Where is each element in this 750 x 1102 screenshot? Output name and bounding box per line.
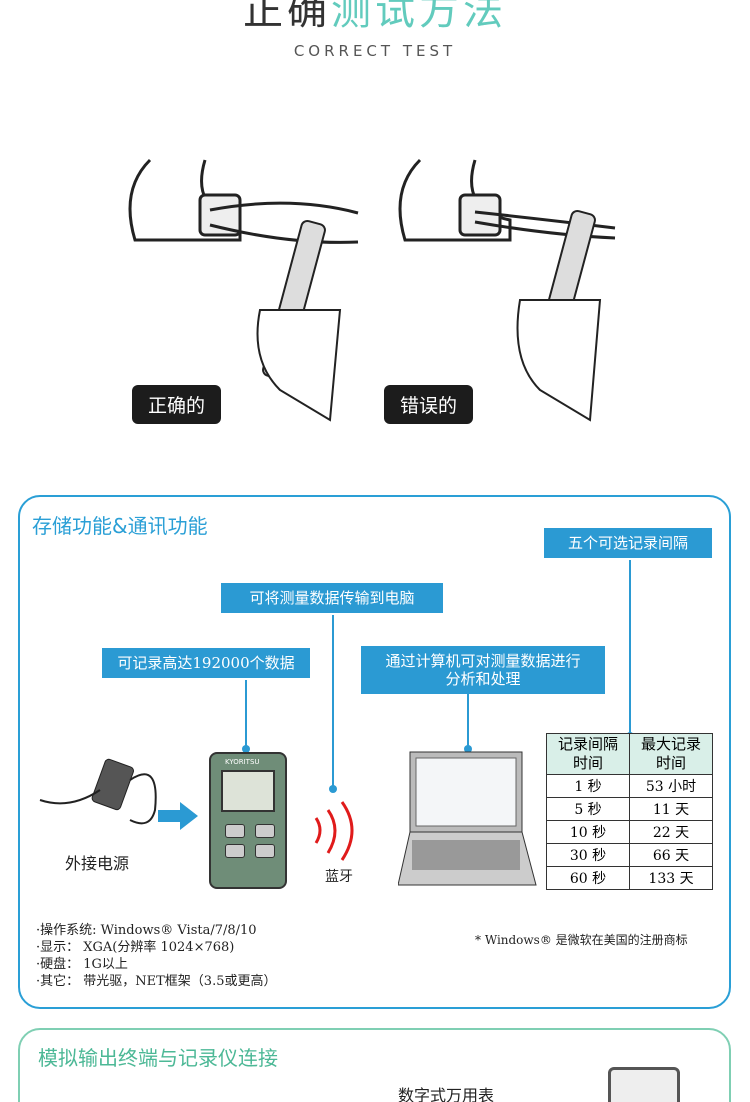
connector-line xyxy=(245,680,247,748)
callout-analysis: 通过计算机可对测量数据进行分析和处理 xyxy=(361,646,605,694)
power-adapter-icon xyxy=(39,758,157,825)
callout-transfer: 可将测量数据传输到电脑 xyxy=(221,583,443,613)
storage-panel xyxy=(18,495,731,1009)
title-dark: 正确 xyxy=(243,0,331,34)
connector-dot xyxy=(464,745,472,753)
interval-cell: 10 秒 xyxy=(546,820,630,844)
analog-title: 模拟输出终端与记录仪连接 xyxy=(38,1046,278,1070)
duration-cell: 133 天 xyxy=(629,866,713,890)
connector-dot xyxy=(329,785,337,793)
laptop-icon xyxy=(398,751,537,886)
device-button xyxy=(255,824,275,838)
device-brand: KYORITSU xyxy=(225,758,260,766)
arrow-right-icon xyxy=(158,802,198,830)
connector-line xyxy=(332,615,334,787)
wrong-test-illustration xyxy=(398,158,616,422)
header-line: 时间 xyxy=(572,754,603,772)
duration-cell: 66 天 xyxy=(629,843,713,867)
duration-cell: 22 天 xyxy=(629,820,713,844)
page-title: 正确测试方法 xyxy=(0,0,750,36)
logger-device: KYORITSU xyxy=(209,752,287,889)
power-label: 外接电源 xyxy=(65,854,130,873)
callout-analysis-line1: 通过计算机可对测量数据进行 xyxy=(385,652,581,670)
device-button xyxy=(255,844,275,858)
table-header: 最大记录时间 xyxy=(629,733,713,775)
interval-cell: 60 秒 xyxy=(546,866,630,890)
interval-cell: 5 秒 xyxy=(546,797,630,821)
wrong-label: 错误的 xyxy=(384,385,474,424)
spec-line: ·操作系统: Windows® Vista/7/8/10 xyxy=(36,923,257,938)
correct-test-illustration xyxy=(128,158,359,422)
multimeter-label: 数字式万用表 xyxy=(398,1086,495,1102)
header-line: 最大记录 xyxy=(640,735,701,753)
bluetooth-label: 蓝牙 xyxy=(325,869,353,885)
correct-label: 正确的 xyxy=(132,385,222,424)
system-requirements: ·操作系统: Windows® Vista/7/8/10 ·显示： XGA(分辨… xyxy=(36,922,276,990)
callout-analysis-line2: 分析和处理 xyxy=(445,670,521,688)
analog-panel xyxy=(18,1028,731,1102)
header-line: 时间 xyxy=(655,754,686,772)
callout-records: 可记录高达192000个数据 xyxy=(102,648,310,678)
multimeter-icon xyxy=(608,1067,680,1102)
device-button xyxy=(225,844,245,858)
spec-line: ·硬盘： 1G以上 xyxy=(36,957,128,972)
connector-line xyxy=(467,692,469,748)
storage-title: 存储功能&通讯功能 xyxy=(32,514,208,538)
device-button xyxy=(225,824,245,838)
spec-line: ·显示： XGA(分辨率 1024×768) xyxy=(36,940,235,955)
duration-cell: 11 天 xyxy=(629,797,713,821)
table-header: 记录间隔时间 xyxy=(546,733,630,775)
trademark-note: * Windows® 是微软在美国的注册商标 xyxy=(475,933,688,947)
bluetooth-signal-icon xyxy=(314,801,354,861)
device-screen xyxy=(221,770,275,812)
interval-cell: 1 秒 xyxy=(546,774,630,798)
page-subtitle: CORRECT TEST xyxy=(293,42,457,60)
connector-dot xyxy=(242,745,250,753)
connector-line xyxy=(629,560,631,735)
header-line: 记录间隔 xyxy=(557,735,618,753)
callout-intervals: 五个可选记录间隔 xyxy=(544,528,712,558)
spec-line: ·其它： 带光驱，NET框架（3.5或更高） xyxy=(36,974,277,989)
title-teal: 测试方法 xyxy=(331,0,507,34)
duration-cell: 53 小时 xyxy=(629,774,713,798)
interval-cell: 30 秒 xyxy=(546,843,630,867)
